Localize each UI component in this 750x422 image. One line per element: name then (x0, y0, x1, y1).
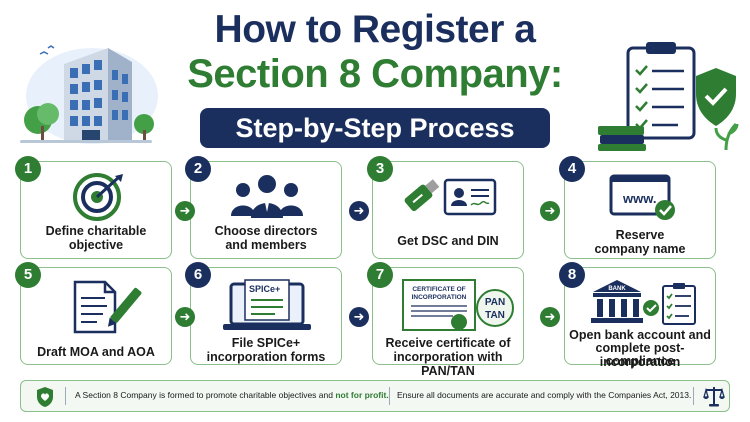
step-number-badge: 7 (367, 262, 393, 288)
arrow-right-icon: ➜ (540, 307, 560, 327)
people-group-icon (231, 175, 303, 218)
process-banner: Step-by-Step Process (200, 108, 550, 148)
step-label-line: Choose directors (214, 224, 318, 238)
step-label-line: incorporation forms (206, 350, 326, 364)
footer-note-2: Ensure all documents are accurate and co… (397, 390, 692, 400)
step-card-5: 5 Draft MOA and AOA (15, 262, 172, 365)
laptop-form-icon: SPICe+ (223, 279, 311, 330)
arrow-right-icon: ➜ (175, 307, 195, 327)
step-label-line: Open bank account and (569, 328, 711, 342)
step-card-6: 6 SPICe+ File SPICe+ incorporation forms (185, 262, 342, 365)
step-number-badge: 8 (559, 262, 585, 288)
bank-checklist-icon: BANK (591, 280, 696, 325)
step-card-3: 3 Get DSC and DIN (367, 156, 524, 259)
document-pen-icon (73, 280, 142, 334)
not-for-profit-highlight: not for profit. (335, 390, 389, 400)
step-label-line: Reserve (615, 228, 665, 242)
scales-of-justice-icon (703, 387, 725, 407)
step-card-2: 2 Choose directors and members (185, 156, 342, 259)
arrow-right-icon: ➜ (349, 201, 369, 221)
step-label-line: company name (594, 242, 686, 256)
step-number-badge: 5 (15, 262, 41, 288)
usb-key-id-card-icon (404, 178, 497, 216)
step-label-line: and members (225, 238, 307, 252)
step-card-7: 7 CERTIFICATE OF INCORPORATION PAN TAN R… (367, 262, 524, 378)
arrow-right-icon: ➜ (349, 307, 369, 327)
step-label-line: objective (68, 238, 124, 252)
office-building-illustration (20, 45, 158, 144)
certificate-icon: CERTIFICATE OF INCORPORATION PAN TAN (402, 279, 514, 331)
step-number-badge: 2 (185, 156, 211, 182)
step-label-line: compliance (605, 354, 675, 368)
step-label-line: Get DSC and DIN (397, 234, 499, 248)
page-title-line1: How to Register a (214, 8, 536, 51)
arrow-right-icon: ➜ (540, 201, 560, 221)
step-card-1: 1 Define charitable objective (15, 156, 172, 259)
shield-heart-icon (37, 387, 53, 407)
step-label-line: incorporation with PAN/TAN (393, 350, 503, 378)
step-label-line: Receive certificate of (385, 336, 511, 350)
footer-note-1: A Section 8 Company is formed to promote… (75, 390, 389, 400)
footer-divider (693, 387, 694, 405)
step-label-line: complete post-incorporation (595, 341, 685, 369)
arrow-right-icon: ➜ (175, 201, 195, 221)
footer-note-bar: A Section 8 Company is formed to promote… (20, 380, 730, 412)
step-number-badge: 6 (185, 262, 211, 288)
bank-text: BANK (608, 286, 626, 292)
step-label-line: Draft MOA and AOA (37, 345, 155, 359)
step-number-badge: 3 (367, 156, 393, 182)
target-icon (73, 173, 123, 221)
website-monitor-icon: www. (609, 174, 675, 220)
tan-text: TAN (485, 310, 505, 321)
pan-text: PAN (485, 297, 505, 308)
footer-divider (65, 387, 66, 405)
step-card-4: 4 www. Reserve company name (559, 156, 716, 259)
step-label-line: Define charitable (45, 224, 147, 238)
page-title-line2: Section 8 Company: (187, 52, 563, 96)
footer-note-text: A Section 8 Company is formed to promote… (75, 390, 336, 400)
certificate-title-line: CERTIFICATE OF (412, 286, 465, 293)
step-number-badge: 1 (15, 156, 41, 182)
certificate-title-line: INCORPORATION (412, 294, 467, 301)
spice-text: SPICe+ (249, 284, 280, 294)
step-label-line: File SPICe+ (231, 336, 301, 350)
clipboard-shield-illustration (598, 42, 739, 151)
www-text: www. (622, 191, 656, 206)
step-card-8: 8 BANK Open bank account and complete po… (559, 262, 716, 369)
step-number-badge: 4 (559, 156, 585, 182)
footer-divider (389, 387, 390, 405)
